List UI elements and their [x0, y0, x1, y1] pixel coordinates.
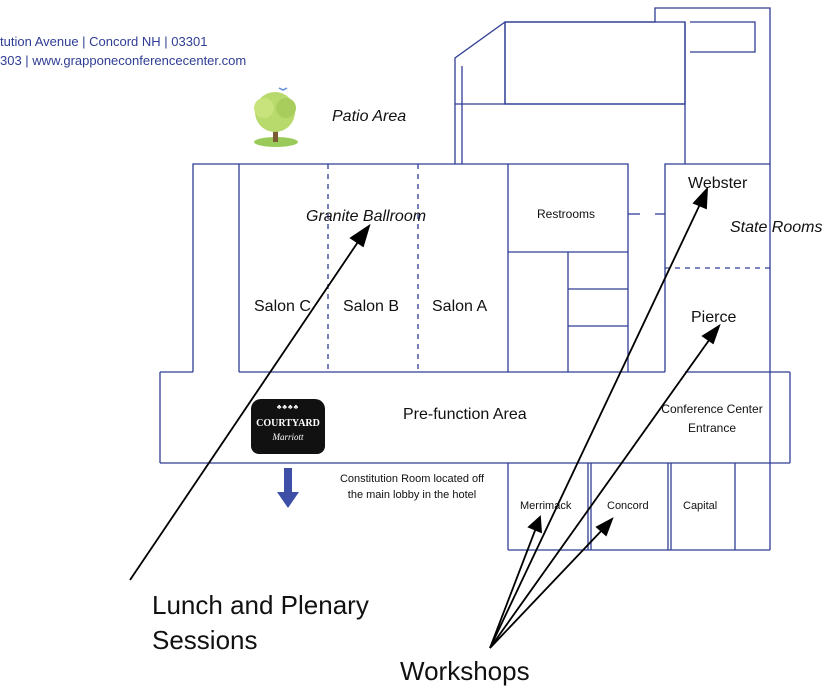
courtyard-marriott-logo: ♣♣♣♣ COURTYARD Marriott — [251, 399, 325, 454]
pointer-merrimack — [489, 527, 537, 649]
webster-label: Webster — [688, 175, 748, 192]
logo-sub-text: Marriott — [272, 432, 304, 442]
wall-state-rooms — [664, 163, 770, 372]
wall-north-block — [454, 7, 771, 164]
entrance-label-line1: Conference Center — [661, 402, 763, 416]
patio-area-label: Patio Area — [332, 108, 407, 125]
pointer-ballroom — [129, 235, 363, 581]
granite-ballroom-label: Granite Ballroom — [306, 208, 427, 225]
workshops-annotation: Workshops — [400, 656, 530, 686]
arrowhead-merrimack — [527, 515, 542, 534]
arrowhead-ballroom — [349, 223, 371, 248]
restrooms-label: Restrooms — [537, 207, 596, 221]
prefunction-area-label: Pre-function Area — [403, 406, 527, 423]
pointer-concord — [489, 527, 605, 649]
salon-c-label: Salon C — [254, 298, 311, 315]
salon-b-label: Salon B — [343, 298, 400, 315]
salon-a-label: Salon A — [432, 298, 488, 315]
arrowhead-concord — [595, 517, 614, 537]
tree-icon — [254, 87, 298, 147]
down-arrow-icon — [277, 468, 299, 508]
pierce-label: Pierce — [691, 309, 737, 326]
pointer-pierce — [489, 335, 713, 649]
wall-north-room — [504, 21, 686, 105]
concord-label: Concord — [607, 500, 649, 512]
merrimack-label: Merrimack — [520, 500, 572, 512]
logo-main-text: COURTYARD — [256, 418, 320, 429]
logo-top-text: ♣♣♣♣ — [276, 403, 300, 411]
arrowhead-webster — [692, 186, 709, 210]
wall-west-wing — [192, 163, 629, 372]
website-line: 303 | www.grapponeconferencecenter.com — [0, 53, 247, 68]
state-rooms-label: State Rooms — [730, 219, 823, 236]
lunch-annotation-line1: Lunch and Plenary — [152, 590, 369, 620]
lunch-annotation-line2: Sessions — [152, 625, 258, 655]
entrance-label-line2: Entrance — [687, 421, 737, 435]
constitution-note-line1: Constitution Room located off — [339, 473, 485, 485]
pointer-webster — [489, 199, 703, 649]
address-line: tution Avenue | Concord NH | 03301 — [0, 34, 208, 49]
capital-label: Capital — [683, 500, 718, 512]
constitution-note-line2: the main lobby in the hotel — [347, 489, 477, 501]
arrowhead-pierce — [701, 323, 721, 345]
